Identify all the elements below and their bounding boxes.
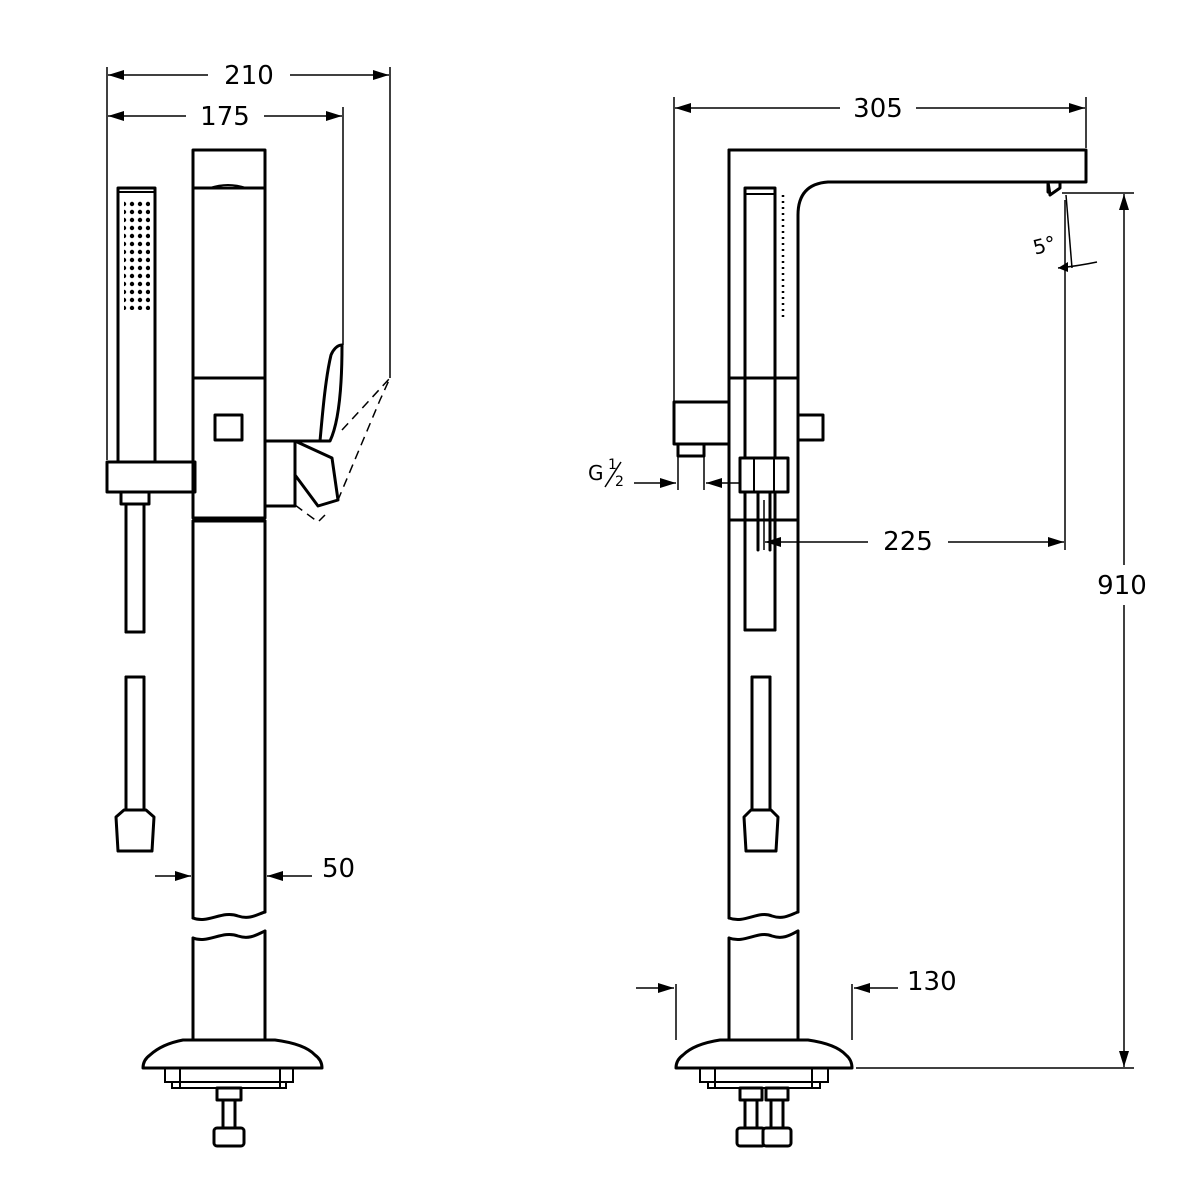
dim-label-305: 305 <box>853 94 903 124</box>
thread-label-den: 2 <box>615 474 624 490</box>
dim-label-225: 225 <box>883 527 933 557</box>
dim-label-175: 175 <box>200 102 250 132</box>
dimension-spout-offset: 225 <box>763 200 1066 557</box>
dimension-thread-size: G 1 2 <box>588 456 740 490</box>
front-column <box>672 376 825 1042</box>
dim-label-910: 910 <box>1097 571 1147 601</box>
dimension-base-diameter: 130 <box>636 967 957 1040</box>
front-view: 305 <box>588 94 1147 1148</box>
main-column <box>191 148 267 1042</box>
dimension-spout-angle: 5° <box>1030 194 1098 272</box>
dimension-spout-reach: 305 <box>673 94 1087 402</box>
dim-label-50: 50 <box>322 854 355 884</box>
floor-base <box>141 1038 324 1148</box>
dim-label-130: 130 <box>907 967 957 997</box>
side-view: 210 175 <box>105 61 391 1148</box>
control-knob-icon <box>213 413 244 442</box>
thread-label-g: G <box>588 461 604 485</box>
front-floor-base <box>674 1038 854 1148</box>
dim-label-210: 210 <box>224 61 274 91</box>
dimension-width-handle: 175 <box>108 102 344 345</box>
dimension-column-diameter: 50 <box>155 854 355 884</box>
thread-label-num: 1 <box>608 457 617 473</box>
dimension-width-total: 210 <box>106 61 391 460</box>
shower-nozzle-icon <box>124 200 150 310</box>
hand-shower <box>116 186 157 465</box>
dimension-overall-height: 910 <box>856 192 1147 1069</box>
shower-hose <box>114 502 156 853</box>
hand-shower-front <box>743 186 785 632</box>
dim-label-5deg: 5° <box>1030 231 1058 260</box>
mixer-lever <box>263 343 391 523</box>
spout <box>727 148 1088 380</box>
shower-holder-bracket <box>105 460 197 506</box>
